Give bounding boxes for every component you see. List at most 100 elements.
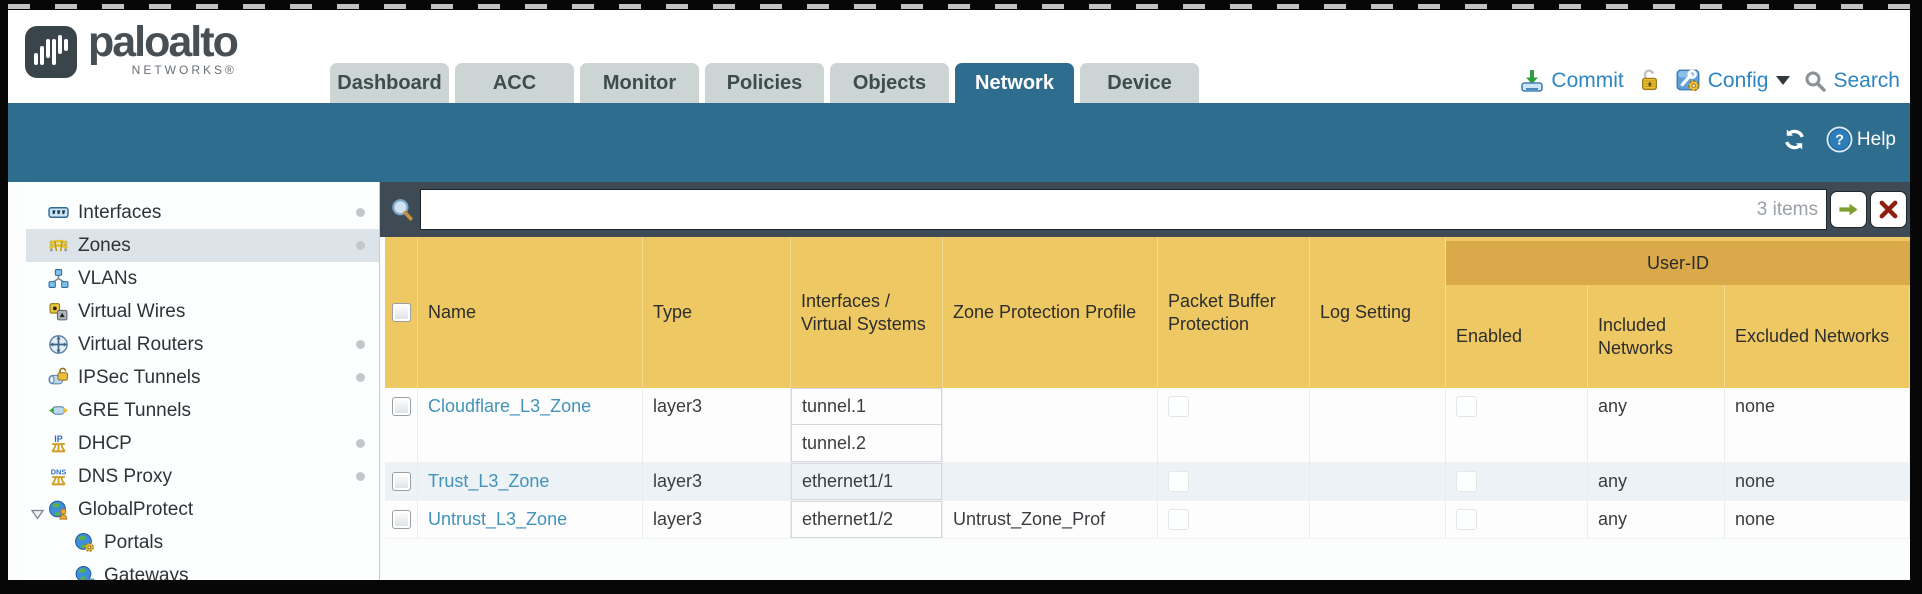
logo-brand-text: paloalto bbox=[88, 18, 239, 66]
sidebar-item-label: Gateways bbox=[104, 564, 189, 581]
config-menu-button[interactable]: Config bbox=[1675, 67, 1791, 94]
included-networks-cell: any bbox=[1588, 388, 1725, 462]
sidebar-item-globalprotect[interactable]: GlobalProtect bbox=[26, 493, 379, 526]
lock-icon[interactable] bbox=[1637, 68, 1662, 93]
apply-filter-button[interactable] bbox=[1830, 191, 1867, 228]
virtual-wires-icon bbox=[48, 301, 69, 322]
column-header-type[interactable]: Type bbox=[643, 237, 791, 388]
sidebar-item-label: Portals bbox=[104, 531, 164, 553]
expander-triangle-icon[interactable] bbox=[30, 504, 45, 520]
column-header-pbp[interactable]: Packet Buffer Protection bbox=[1158, 237, 1310, 388]
excluded-networks-cell: none bbox=[1725, 388, 1910, 462]
row-checkbox[interactable] bbox=[392, 397, 411, 416]
gre-tunnels-icon bbox=[48, 400, 69, 421]
help-label: Help bbox=[1856, 128, 1896, 150]
sidebar-item-dhcp[interactable]: IP DHCP bbox=[26, 427, 379, 460]
row-checkbox[interactable] bbox=[392, 510, 411, 529]
help-button[interactable]: ? Help bbox=[1826, 126, 1896, 153]
zone-protection-profile-cell bbox=[943, 463, 1158, 500]
dhcp-icon: IP bbox=[48, 433, 69, 454]
status-dot bbox=[356, 340, 365, 349]
tab-device[interactable]: Device bbox=[1080, 63, 1199, 103]
user-id-group-header: User-ID bbox=[1446, 241, 1910, 285]
filter-search-icon bbox=[392, 199, 413, 221]
sidebar-item-label: IPSec Tunnels bbox=[78, 366, 201, 388]
interface-entry: tunnel.1 bbox=[791, 388, 942, 425]
commit-button[interactable]: Commit bbox=[1519, 68, 1624, 94]
tab-network[interactable]: Network bbox=[955, 63, 1074, 103]
sidebar-item-label: GlobalProtect bbox=[78, 498, 194, 520]
status-dot bbox=[356, 373, 365, 382]
row-checkbox[interactable] bbox=[392, 472, 411, 491]
sidebar-item-gre-tunnels[interactable]: GRE Tunnels bbox=[26, 394, 379, 427]
sidebar-item-ipsec-tunnels[interactable]: IPSec Tunnels bbox=[26, 361, 379, 394]
user-id-enabled-cell bbox=[1446, 463, 1588, 500]
excluded-networks-cell: none bbox=[1725, 501, 1910, 538]
column-header-select bbox=[385, 237, 418, 388]
packet-buffer-protection-cell bbox=[1158, 463, 1310, 500]
column-header-excluded[interactable]: Excluded Networks bbox=[1725, 285, 1910, 388]
zone-name-link[interactable]: Trust_L3_Zone bbox=[428, 471, 550, 491]
dns-proxy-icon: DNS bbox=[48, 466, 69, 487]
column-header-interfaces[interactable]: Interfaces / Virtual Systems bbox=[791, 237, 943, 388]
sidebar-item-portals[interactable]: Portals bbox=[26, 526, 379, 559]
status-dot bbox=[356, 439, 365, 448]
excluded-networks-cell: none bbox=[1725, 463, 1910, 500]
sidebar-item-label: Virtual Routers bbox=[78, 333, 204, 355]
commit-icon bbox=[1521, 69, 1544, 92]
interface-entry: ethernet1/1 bbox=[791, 463, 942, 500]
vlans-icon bbox=[48, 268, 69, 289]
search-button[interactable]: Search bbox=[1803, 69, 1900, 93]
column-header-included[interactable]: Included Networks bbox=[1588, 285, 1725, 388]
status-dot bbox=[356, 472, 365, 481]
interface-entry: ethernet1/2 bbox=[791, 501, 942, 538]
column-header-name[interactable]: Name bbox=[418, 237, 643, 388]
tab-acc[interactable]: ACC bbox=[455, 63, 574, 103]
logo-subtitle-text: NETWORKS® bbox=[131, 63, 237, 78]
search-icon bbox=[1805, 71, 1827, 92]
sidebar-item-virtual-routers[interactable]: Virtual Routers bbox=[26, 328, 379, 361]
ipsec-tunnels-icon bbox=[48, 367, 69, 388]
header-utilities: Commit Config bbox=[1519, 67, 1900, 94]
clear-filter-button[interactable] bbox=[1870, 191, 1907, 228]
enabled-checkbox bbox=[1456, 396, 1477, 417]
tab-policies[interactable]: Policies bbox=[705, 63, 824, 103]
sidebar-item-label: Zones bbox=[78, 234, 131, 256]
portals-icon bbox=[74, 532, 95, 553]
zone-name-link[interactable]: Cloudflare_L3_Zone bbox=[428, 396, 592, 416]
sidebar-item-zones[interactable]: Zones bbox=[26, 229, 379, 262]
sidebar-item-label: Virtual Wires bbox=[78, 300, 186, 322]
tab-dashboard[interactable]: Dashboard bbox=[330, 63, 449, 103]
column-header-zpp[interactable]: Zone Protection Profile bbox=[943, 237, 1158, 388]
paloalto-logo: paloalto NETWORKS® bbox=[24, 18, 239, 79]
zone-name-cell: Untrust_L3_Zone bbox=[418, 501, 643, 538]
sidebar-item-gateways[interactable]: Gateways bbox=[26, 559, 379, 580]
filter-input[interactable] bbox=[420, 189, 1827, 230]
select-all-checkbox[interactable] bbox=[391, 303, 411, 322]
column-header-enabled[interactable]: Enabled bbox=[1446, 285, 1588, 388]
zone-type-cell: layer3 bbox=[643, 463, 791, 500]
zone-name-link[interactable]: Untrust_L3_Zone bbox=[428, 509, 568, 529]
filter-bar: 3 items bbox=[380, 182, 1910, 237]
refresh-icon[interactable] bbox=[1781, 126, 1808, 153]
tab-objects[interactable]: Objects bbox=[830, 63, 949, 103]
sidebar-item-interfaces[interactable]: Interfaces bbox=[26, 196, 379, 229]
tab-monitor[interactable]: Monitor bbox=[580, 63, 699, 103]
sidebar-item-vlans[interactable]: VLANs bbox=[26, 262, 379, 295]
sidebar-item-label: DHCP bbox=[78, 432, 132, 454]
column-header-log[interactable]: Log Setting bbox=[1310, 237, 1446, 388]
packet-buffer-protection-cell bbox=[1158, 388, 1310, 462]
log-setting-cell bbox=[1310, 463, 1446, 500]
sidebar-item-virtual-wires[interactable]: Virtual Wires bbox=[26, 295, 379, 328]
